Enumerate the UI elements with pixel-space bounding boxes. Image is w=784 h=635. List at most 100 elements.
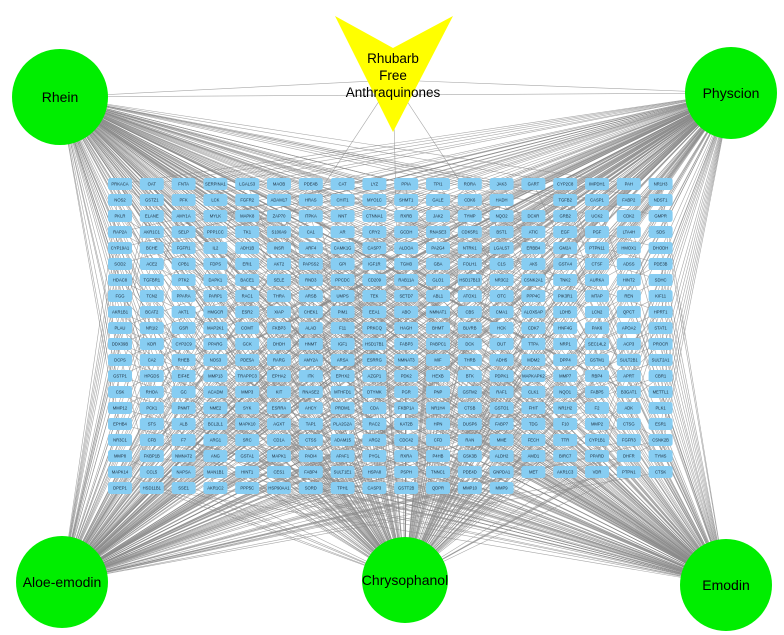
target-node[interactable]: F7: [171, 434, 196, 446]
target-node[interactable]: CASP1: [585, 194, 609, 206]
target-node[interactable]: CDK2: [616, 210, 641, 222]
target-node[interactable]: CFB: [139, 434, 164, 446]
target-node[interactable]: JAK2: [426, 210, 450, 222]
target-node[interactable]: F10: [553, 418, 578, 430]
target-node[interactable]: AZGP1: [362, 370, 387, 382]
target-node[interactable]: CTSB: [457, 402, 482, 414]
target-node[interactable]: HMGCR: [203, 306, 228, 318]
target-node[interactable]: CSNK2B: [648, 434, 673, 446]
target-node[interactable]: AKT1: [171, 306, 196, 318]
target-node[interactable]: GART: [521, 178, 546, 190]
target-node[interactable]: NOS2: [108, 194, 132, 206]
target-node[interactable]: GSTM1: [585, 354, 609, 366]
target-node[interactable]: HINT2: [616, 274, 641, 286]
target-node[interactable]: CCL5: [139, 466, 164, 478]
target-node[interactable]: PNMT: [171, 402, 196, 414]
target-node[interactable]: AKR1C2: [203, 482, 228, 494]
compound-node-physcion[interactable]: Physcion: [685, 47, 777, 139]
target-node[interactable]: IGF1: [330, 338, 355, 350]
target-node[interactable]: KIT: [267, 386, 291, 398]
target-node[interactable]: PPP1CC: [203, 226, 228, 238]
target-node[interactable]: CD1A: [267, 434, 291, 446]
target-node[interactable]: NR1H2: [553, 402, 578, 414]
target-node[interactable]: MMP2: [585, 418, 609, 430]
target-node[interactable]: HPGDS: [139, 370, 164, 382]
target-node[interactable]: MIF: [426, 354, 450, 366]
compound-node-emodin[interactable]: Emodin: [680, 539, 772, 631]
target-node[interactable]: HSD11B1: [139, 482, 164, 494]
target-node[interactable]: ALB: [171, 418, 196, 430]
target-node[interactable]: EPHA2: [267, 370, 291, 382]
target-node[interactable]: PLA2G2A: [330, 418, 355, 430]
target-node[interactable]: KIF11: [648, 290, 673, 302]
target-node[interactable]: PAH: [616, 178, 641, 190]
target-node[interactable]: ALDOA: [394, 242, 419, 254]
target-node[interactable]: SERPINA1: [203, 178, 228, 190]
target-node[interactable]: LGALS3: [235, 178, 260, 190]
target-node[interactable]: DDX39B: [108, 338, 132, 350]
target-node[interactable]: RAC1: [235, 290, 260, 302]
target-node[interactable]: RXRA: [394, 450, 419, 462]
target-node[interactable]: TDG: [521, 418, 546, 430]
target-node[interactable]: PGF: [585, 226, 609, 238]
target-node[interactable]: SORD: [298, 482, 323, 494]
target-node[interactable]: EGF: [553, 226, 578, 238]
target-node[interactable]: B3GAT1: [616, 386, 641, 398]
target-node[interactable]: EPHX2: [330, 370, 355, 382]
target-node[interactable]: TPH1: [330, 482, 355, 494]
target-node[interactable]: PROCR: [648, 338, 673, 350]
target-node[interactable]: ERI1: [235, 258, 260, 270]
target-node[interactable]: HPRT1: [648, 306, 673, 318]
target-node[interactable]: RORA: [457, 178, 482, 190]
target-node[interactable]: FABP4: [298, 466, 323, 478]
target-node[interactable]: MTAP: [585, 290, 609, 302]
target-node[interactable]: NAPSA: [171, 466, 196, 478]
target-node[interactable]: PKLR: [108, 210, 132, 222]
target-node[interactable]: MMP12: [108, 402, 132, 414]
target-node[interactable]: ALDH2: [489, 450, 514, 462]
target-node[interactable]: BTK: [457, 370, 482, 382]
target-node[interactable]: FGG: [108, 290, 132, 302]
target-node[interactable]: INSR: [267, 242, 291, 254]
target-node[interactable]: AKT2: [267, 258, 291, 270]
target-node[interactable]: STS: [139, 418, 164, 430]
target-node[interactable]: NMNAT1: [426, 306, 450, 318]
target-node[interactable]: VDR: [585, 466, 609, 478]
target-node[interactable]: PGR: [394, 386, 419, 398]
target-node[interactable]: CRY2: [362, 226, 387, 238]
target-node[interactable]: SDHC: [648, 274, 673, 286]
target-node[interactable]: PLAU: [108, 322, 132, 334]
target-node[interactable]: DTYMK: [362, 386, 387, 398]
target-node[interactable]: IMPDH1: [585, 178, 609, 190]
target-node[interactable]: ITK: [298, 370, 323, 382]
target-node[interactable]: GSTO1: [489, 402, 514, 414]
target-node[interactable]: DUSP6: [457, 418, 482, 430]
target-node[interactable]: JAK3: [489, 178, 514, 190]
target-node[interactable]: RAN: [457, 434, 482, 446]
target-node[interactable]: PPARA: [171, 290, 196, 302]
target-node[interactable]: NME2: [203, 402, 228, 414]
target-node[interactable]: PYGL: [362, 450, 387, 462]
target-node[interactable]: MAPK8: [235, 210, 260, 222]
target-node[interactable]: NR1H3: [648, 178, 673, 190]
target-node[interactable]: PPIA: [394, 178, 419, 190]
target-node[interactable]: MAPK14: [108, 466, 132, 478]
target-node[interactable]: TNK2: [553, 274, 578, 286]
target-node[interactable]: OTC: [489, 290, 514, 302]
target-node[interactable]: CDC42: [394, 434, 419, 446]
target-node[interactable]: GSTT2B: [394, 482, 419, 494]
target-node[interactable]: AMD1: [521, 450, 546, 462]
target-node[interactable]: CBS: [457, 306, 482, 318]
target-node[interactable]: RARG: [267, 354, 291, 366]
target-node[interactable]: GLO1: [426, 274, 450, 286]
target-node[interactable]: SELP: [171, 226, 196, 238]
target-node[interactable]: APAF1: [330, 450, 355, 462]
target-node[interactable]: APRT: [616, 370, 641, 382]
target-node[interactable]: SULT1E1: [330, 466, 355, 478]
target-node[interactable]: MYLK: [203, 210, 228, 222]
target-node[interactable]: DPEP1: [108, 482, 132, 494]
target-node[interactable]: GSK3B: [457, 450, 482, 462]
target-node[interactable]: FGFR3: [616, 434, 641, 446]
target-node[interactable]: DHODH: [648, 242, 673, 254]
target-node[interactable]: FDPS: [203, 258, 228, 270]
